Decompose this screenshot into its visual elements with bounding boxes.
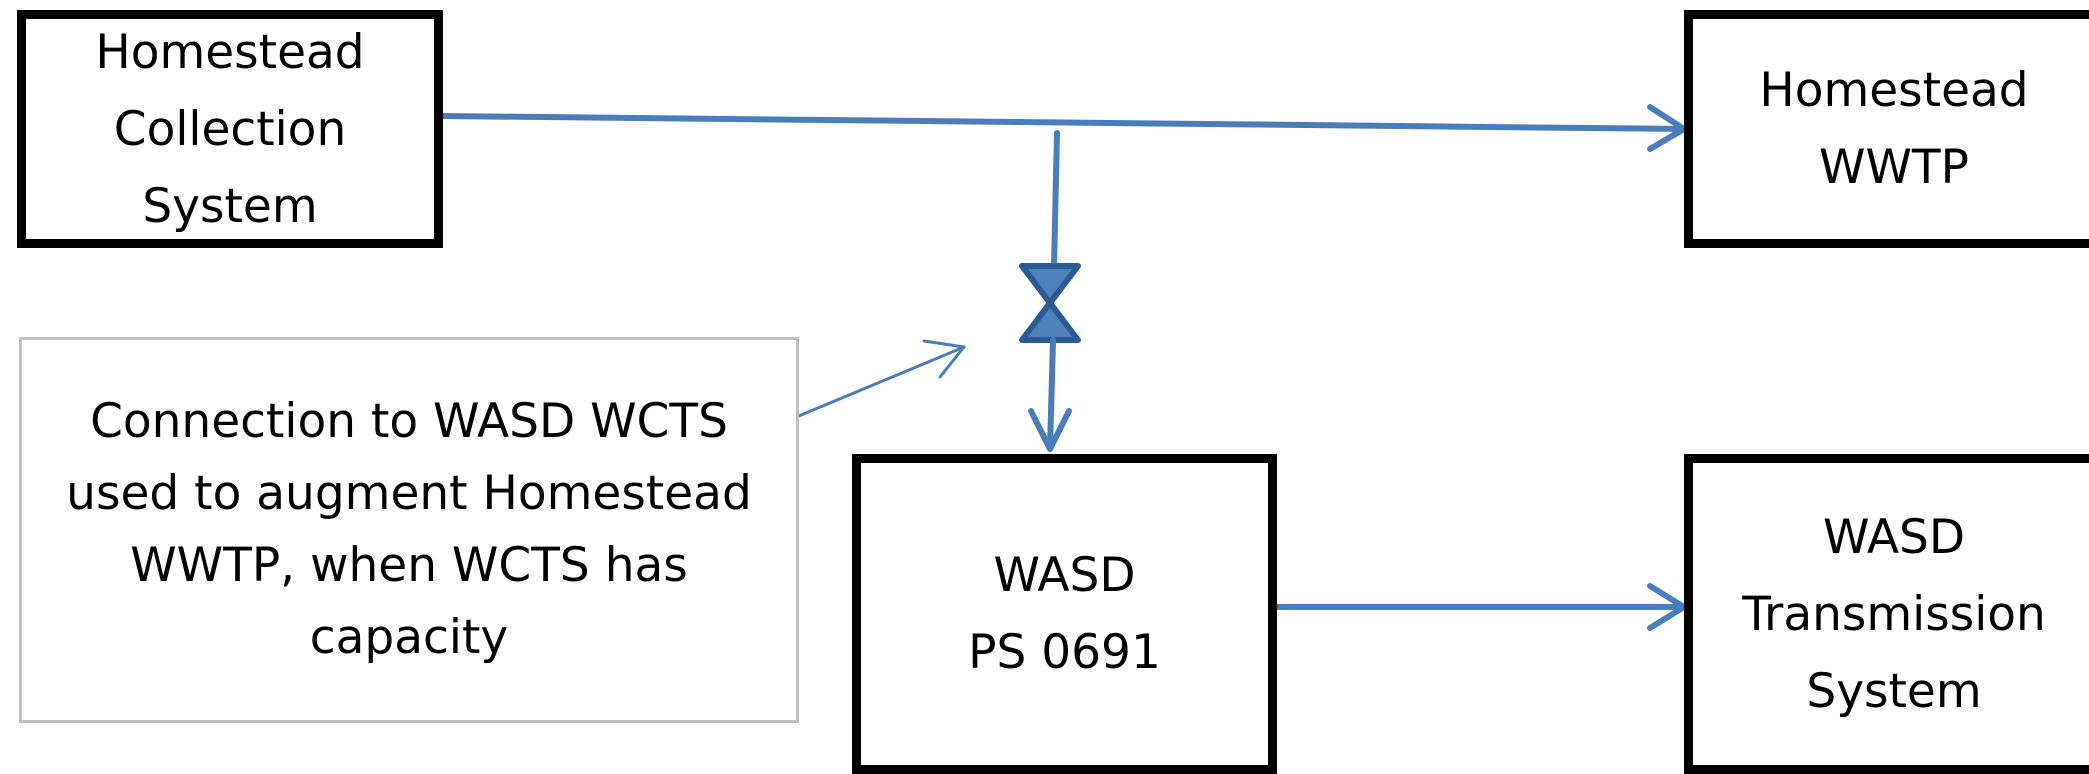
arrowhead-ps <box>1028 408 1072 452</box>
note-callout: Connection to WASD WCTS used to augment … <box>19 337 799 723</box>
note-pointer-arrowhead <box>922 339 966 379</box>
node-label: WASD PS 0691 <box>968 548 1161 680</box>
node-homestead-wwtp: Homestead WWTP <box>1684 10 2089 248</box>
connector-collection-to-wwtp <box>440 113 1687 132</box>
connector-valve-to-ps <box>1047 337 1056 452</box>
note-text: Connection to WASD WCTS used to augment … <box>66 394 752 665</box>
gate-valve-icon <box>1019 263 1081 343</box>
node-wasd-ps-0691: WASD PS 0691 <box>852 454 1277 774</box>
node-label: Homestead WWTP <box>1759 63 2029 195</box>
connector-branch-to-valve <box>1051 130 1060 269</box>
node-label: Homestead Collection System <box>95 24 365 234</box>
node-homestead-collection-system: Homestead Collection System <box>17 10 443 248</box>
node-label: WASD Transmission System <box>1742 509 2046 719</box>
node-wasd-transmission-system: WASD Transmission System <box>1684 454 2089 774</box>
note-pointer-line <box>792 345 966 420</box>
